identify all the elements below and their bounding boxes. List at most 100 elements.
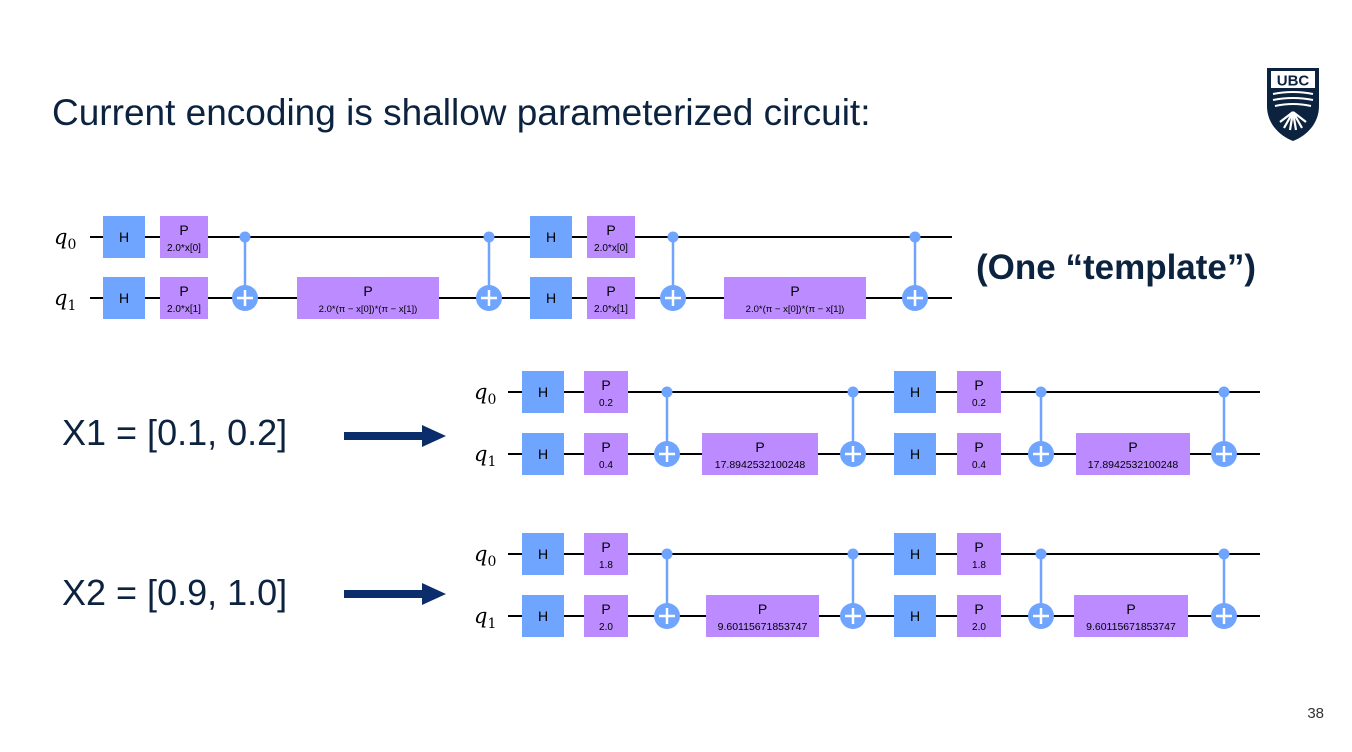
template-p-gate-5 bbox=[724, 277, 866, 319]
x1-arrow-icon bbox=[344, 425, 446, 447]
x1-circuit: q0q1HHP0.2P0.4P17.8942532100248HHP0.2P0.… bbox=[474, 371, 1260, 475]
x2-cnot-control-3 bbox=[1218, 548, 1230, 560]
x1-qubit-label-0: q0 bbox=[474, 380, 496, 408]
x2-p-gate-4 bbox=[957, 595, 1001, 637]
x1-p-gate-param-3: 0.2 bbox=[972, 398, 986, 409]
template-h-gate-label-3: H bbox=[546, 290, 556, 306]
x1-h-gate-label-3: H bbox=[910, 446, 920, 462]
x1-qubit-letter-0: q bbox=[474, 380, 487, 404]
x2-p-gate-label-4: P bbox=[974, 601, 983, 617]
x2-cnot-control-0 bbox=[661, 548, 673, 560]
x2-p-gate-1 bbox=[584, 595, 628, 637]
x2-h-gate-label-2: H bbox=[910, 546, 920, 562]
template-cnot-control-1 bbox=[483, 231, 495, 243]
x2-p-gate-label-5: P bbox=[1126, 601, 1135, 617]
template-cnot-control-0 bbox=[239, 231, 251, 243]
x1-p-gate-param-5: 17.8942532100248 bbox=[1088, 459, 1179, 471]
template-p-gate-param-5: 2.0*(π − x[0])*(π − x[1]) bbox=[746, 304, 845, 315]
x2-qubit-label-0: q0 bbox=[474, 542, 496, 570]
x1-p-gate-2 bbox=[702, 433, 818, 475]
x1-cnot-control-3 bbox=[1218, 386, 1230, 398]
x1-p-gate-param-4: 0.4 bbox=[972, 460, 986, 471]
x2-qubit-sub-0: 0 bbox=[487, 554, 496, 570]
template-h-gate-1 bbox=[103, 277, 145, 319]
template-label: (One “template”) bbox=[976, 248, 1257, 287]
x2-input-label: X2 = [0.9, 1.0] bbox=[62, 572, 288, 613]
x1-p-gate-param-2: 17.8942532100248 bbox=[715, 459, 806, 471]
x1-h-gate-label-0: H bbox=[538, 384, 548, 400]
x2-qubit-letter-0: q bbox=[474, 542, 487, 566]
template-p-gate-1 bbox=[160, 277, 208, 319]
x1-p-gate-label-0: P bbox=[601, 377, 610, 393]
x2-cnot-control-2 bbox=[1035, 548, 1047, 560]
template-p-gate-4 bbox=[587, 277, 635, 319]
template-p-gate-3 bbox=[587, 216, 635, 258]
x1-cnot-control-2 bbox=[1035, 386, 1047, 398]
x2-p-gate-2 bbox=[706, 595, 819, 637]
template-p-gate-label-3: P bbox=[606, 222, 615, 238]
template-cnot-control-3 bbox=[909, 231, 921, 243]
x2-h-gate-label-1: H bbox=[538, 608, 548, 624]
x2-h-gate-label-0: H bbox=[538, 546, 548, 562]
x2-h-gate-2 bbox=[894, 533, 936, 575]
x2-qubit-sub-1: 1 bbox=[487, 616, 496, 632]
x1-qubit-sub-0: 0 bbox=[487, 392, 496, 408]
x1-p-gate-3 bbox=[957, 371, 1001, 413]
template-cnot-control-2 bbox=[667, 231, 679, 243]
x1-p-gate-param-1: 0.4 bbox=[599, 460, 613, 471]
x1-cnot-control-0 bbox=[661, 386, 673, 398]
slide-title: Current encoding is shallow parameterize… bbox=[52, 92, 871, 133]
x2-p-gate-param-3: 1.8 bbox=[972, 560, 986, 571]
x1-p-gate-param-0: 0.2 bbox=[599, 398, 613, 409]
x2-p-gate-param-0: 1.8 bbox=[599, 560, 613, 571]
x1-p-gate-label-2: P bbox=[755, 439, 764, 455]
template-p-gate-2 bbox=[297, 277, 439, 319]
template-p-gate-param-4: 2.0*x[1] bbox=[594, 304, 628, 315]
x1-p-gate-label-3: P bbox=[974, 377, 983, 393]
x1-qubit-sub-1: 1 bbox=[487, 454, 496, 470]
x2-p-gate-param-4: 2.0 bbox=[972, 622, 986, 633]
x1-p-gate-1 bbox=[584, 433, 628, 475]
x2-p-gate-label-0: P bbox=[601, 539, 610, 555]
x2-h-gate-3 bbox=[894, 595, 936, 637]
x2-h-gate-0 bbox=[522, 533, 564, 575]
template-qubit-sub-1: 1 bbox=[67, 298, 76, 314]
x1-qubit-label-1: q1 bbox=[474, 442, 496, 470]
x1-p-gate-4 bbox=[957, 433, 1001, 475]
template-p-gate-0 bbox=[160, 216, 208, 258]
x2-p-gate-0 bbox=[584, 533, 628, 575]
template-h-gate-label-0: H bbox=[119, 229, 129, 245]
x2-qubit-letter-1: q bbox=[474, 604, 487, 628]
x2-cnot-control-1 bbox=[847, 548, 859, 560]
x1-h-gate-label-1: H bbox=[538, 446, 548, 462]
x1-h-gate-label-2: H bbox=[910, 384, 920, 400]
template-p-gate-label-5: P bbox=[790, 283, 799, 299]
x1-qubit-letter-1: q bbox=[474, 442, 487, 466]
template-qubit-sub-0: 0 bbox=[67, 237, 76, 253]
x2-p-gate-5 bbox=[1074, 595, 1188, 637]
x2-circuit: q0q1HHP1.8P2.0P9.60115671853747HHP1.8P2.… bbox=[474, 533, 1260, 637]
x1-p-gate-label-4: P bbox=[974, 439, 983, 455]
template-p-gate-param-0: 2.0*x[0] bbox=[167, 243, 201, 254]
x1-p-gate-5 bbox=[1076, 433, 1190, 475]
template-qubit-label-1: q1 bbox=[54, 286, 76, 314]
template-p-gate-label-4: P bbox=[606, 283, 615, 299]
x2-p-gate-label-3: P bbox=[974, 539, 983, 555]
template-qubit-label-0: q0 bbox=[54, 225, 76, 253]
template-p-gate-param-3: 2.0*x[0] bbox=[594, 243, 628, 254]
x2-h-gate-1 bbox=[522, 595, 564, 637]
template-h-gate-label-2: H bbox=[546, 229, 556, 245]
x1-h-gate-0 bbox=[522, 371, 564, 413]
template-h-gate-3 bbox=[530, 277, 572, 319]
template-p-gate-label-2: P bbox=[363, 283, 372, 299]
x2-qubit-label-1: q1 bbox=[474, 604, 496, 632]
template-qubit-letter-0: q bbox=[54, 225, 67, 249]
x1-input-label: X1 = [0.1, 0.2] bbox=[62, 412, 288, 453]
x1-p-gate-label-1: P bbox=[601, 439, 610, 455]
template-h-gate-2 bbox=[530, 216, 572, 258]
template-p-gate-param-2: 2.0*(π − x[0])*(π − x[1]) bbox=[319, 304, 418, 315]
x2-p-gate-param-1: 2.0 bbox=[599, 622, 613, 633]
x2-p-gate-label-1: P bbox=[601, 601, 610, 617]
x1-h-gate-3 bbox=[894, 433, 936, 475]
x2-p-gate-param-2: 9.60115671853747 bbox=[718, 621, 808, 633]
